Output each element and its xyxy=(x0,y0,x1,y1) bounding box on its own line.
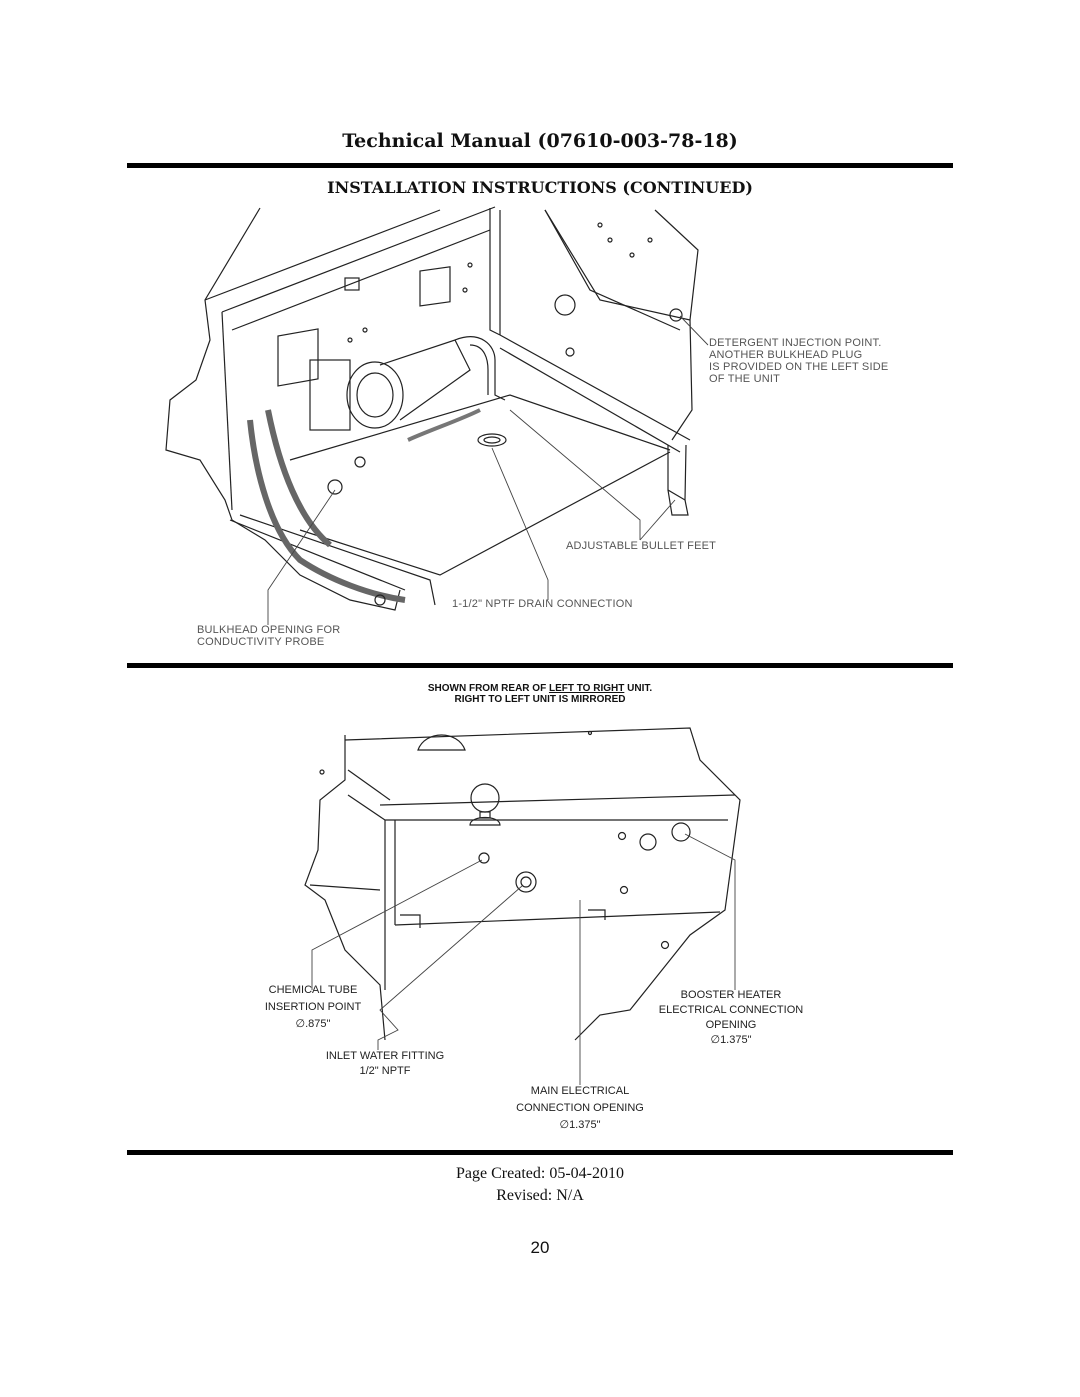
callout-line: ∅1.375" xyxy=(559,1119,601,1131)
note-emphasis: LEFT TO RIGHT xyxy=(548,683,625,694)
note-suffix: UNIT. xyxy=(624,683,653,694)
orientation-note-line2: RIGHT TO LEFT UNIT IS MIRRORED xyxy=(454,694,626,705)
callout-line: OPENING xyxy=(705,1019,757,1031)
orientation-note: SHOWN FROM REAR OF LEFT TO RIGHT UNIT. R… xyxy=(0,683,1080,705)
section-title: INSTALLATION INSTRUCTIONS (CONTINUED) xyxy=(327,178,753,197)
header-rule xyxy=(127,163,953,168)
footer-rule xyxy=(127,1150,953,1155)
callout-line: ∅.875" xyxy=(295,1018,331,1030)
callout-line: ELECTRICAL CONNECTION xyxy=(658,1004,804,1016)
callout-bullet-feet: ADJUSTABLE BULLET FEET xyxy=(566,540,717,552)
mid-rule xyxy=(127,663,953,668)
note-prefix: SHOWN FROM REAR OF xyxy=(427,683,549,694)
callout-line: CONDUCTIVITY PROBE xyxy=(197,636,325,648)
callout-drain-connection: 1-1/2" NPTF DRAIN CONNECTION xyxy=(452,598,633,610)
callout-booster-heater: BOOSTER HEATER ELECTRICAL CONNECTION OPE… xyxy=(650,988,812,1048)
callout-line: 1/2" NPTF xyxy=(359,1065,411,1077)
callout-line: INLET WATER FITTING xyxy=(325,1050,445,1062)
manual-title: Technical Manual (07610-003-78-18) xyxy=(342,130,738,152)
callout-line: MAIN ELECTRICAL xyxy=(530,1085,630,1097)
callout-main-electrical: MAIN ELECTRICAL CONNECTION OPENING ∅1.37… xyxy=(500,1084,660,1133)
callout-line: ∅1.375" xyxy=(710,1034,752,1046)
revised: Revised: N/A xyxy=(496,1187,584,1204)
callout-line: DETERGENT INJECTION POINT. xyxy=(709,337,882,349)
callout-chemical-tube: CHEMICAL TUBE INSERTION POINT ∅.875" xyxy=(255,983,371,1032)
callout-line: CONNECTION OPENING xyxy=(516,1102,644,1114)
top-technical-drawing xyxy=(165,206,709,625)
callout-line: BULKHEAD OPENING FOR xyxy=(197,624,341,636)
callout-line: IS PROVIDED ON THE LEFT SIDE xyxy=(709,361,889,373)
callout-bulkhead-opening: BULKHEAD OPENING FOR CONDUCTIVITY PROBE xyxy=(197,624,340,648)
callout-line: CHEMICAL TUBE xyxy=(268,984,358,996)
orientation-note-line1: SHOWN FROM REAR OF LEFT TO RIGHT UNIT. xyxy=(0,683,1080,694)
callout-inlet-water: INLET WATER FITTING 1/2" NPTF xyxy=(310,1049,460,1079)
callout-line: OF THE UNIT xyxy=(709,373,781,385)
callout-line: INSERTION POINT xyxy=(264,1001,362,1013)
callout-detergent-injection: DETERGENT INJECTION POINT. ANOTHER BULKH… xyxy=(709,337,888,385)
callout-line: BOOSTER HEATER xyxy=(680,989,782,1001)
page-created: Page Created: 05-04-2010 xyxy=(456,1165,624,1182)
callout-line: ANOTHER BULKHEAD PLUG xyxy=(709,349,863,361)
page-number: 20 xyxy=(530,1238,550,1257)
